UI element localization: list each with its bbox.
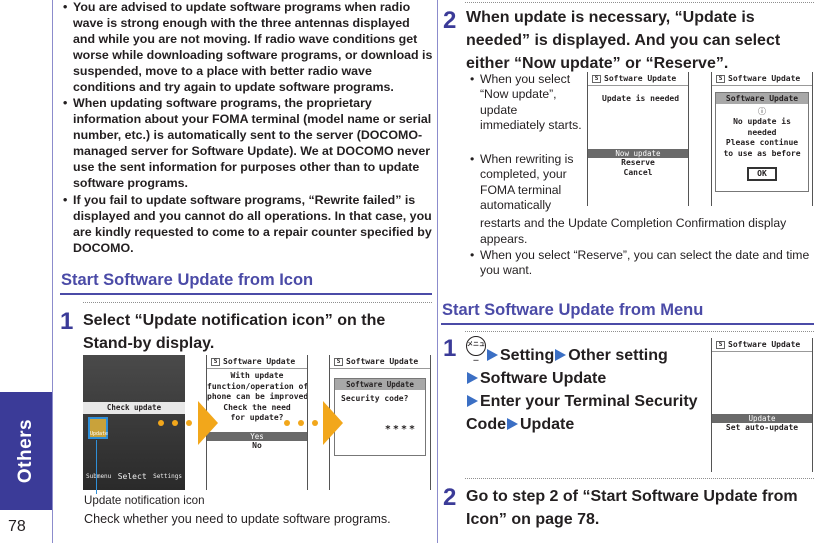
settings-icon: S <box>334 357 343 366</box>
arrow-dot <box>312 420 318 426</box>
no-update-message: No update is needed Please continue to u… <box>723 117 801 158</box>
option-no[interactable]: No <box>252 440 262 450</box>
next-arrow-icon <box>198 401 218 445</box>
option-yes[interactable]: Yes <box>207 431 307 441</box>
dialog-title: Software Update <box>335 379 425 390</box>
step-text: Go to step 2 of “Start Software Update f… <box>466 488 798 528</box>
side-line <box>52 0 53 543</box>
path-arrow-icon <box>555 349 567 361</box>
step-text: Select “Update notification icon” on the… <box>83 312 386 352</box>
arrow-dot <box>172 420 178 426</box>
section-tab <box>0 392 52 510</box>
path-arrow-icon <box>507 418 518 430</box>
step-number: 1 <box>60 308 74 335</box>
step-number: 2 <box>443 484 457 511</box>
path-arrow-icon <box>487 349 498 361</box>
caution-item: You are advised to update software progr… <box>62 0 434 95</box>
dotted-separator <box>465 331 814 332</box>
icon-caption: Update notification icon <box>84 494 205 507</box>
settings-icon: S <box>592 74 601 83</box>
note-item: When you select “Reserve”, you can selec… <box>470 248 815 279</box>
softkey-bar: Submenu Select Settings <box>83 470 185 482</box>
icon-callout-line <box>96 440 97 494</box>
section-rule <box>441 323 814 325</box>
option-now-update[interactable]: Now update <box>588 148 688 158</box>
column-divider <box>437 0 438 543</box>
confirm-message: With update function/operation of phone … <box>207 371 308 422</box>
next-arrow-icon <box>323 401 343 445</box>
caution-item: If you fail to update software programs,… <box>62 193 434 257</box>
dialog-title: Software Update <box>716 93 808 104</box>
path-arrow-icon <box>467 372 478 384</box>
security-dialog: Software Update Security code? **** <box>334 378 426 456</box>
dotted-separator <box>465 2 814 3</box>
caution-list: You are advised to update software progr… <box>62 0 434 258</box>
arrow-dot <box>298 420 304 426</box>
step-text: When update is necessary, “Update is nee… <box>466 9 781 72</box>
security-prompt: Security code? <box>341 394 409 403</box>
check-update-bar: Check update <box>83 402 185 414</box>
option-update[interactable]: Update <box>712 414 812 423</box>
step2-notes: When you select “Now update”, update imm… <box>470 72 583 133</box>
update-needed-message: Update is needed <box>602 94 680 103</box>
step-number: 2 <box>443 7 457 34</box>
caution-item: When updating software programs, the pro… <box>62 96 434 191</box>
step2-notes: When you select “Reserve”, you can selec… <box>470 248 815 279</box>
note-item: When rewriting is completed, your FOMA t… <box>470 152 590 213</box>
option-set-auto-update[interactable]: Set auto-update <box>725 423 799 432</box>
softkey-select: Select <box>117 471 147 481</box>
section-heading-menu: Start Software Update from Menu <box>442 301 704 319</box>
dotted-separator <box>465 478 814 479</box>
arrow-dot <box>186 420 192 426</box>
menu-key-icon: メニュー <box>466 336 486 365</box>
section-heading-icon: Start Software Update from Icon <box>61 271 314 289</box>
settings-icon: S <box>716 340 725 349</box>
section-rule <box>60 293 432 295</box>
step-number: 1 <box>443 335 457 362</box>
security-code-input[interactable]: **** <box>384 423 417 435</box>
arrow-dot <box>158 420 164 426</box>
section-tab-label: Others <box>15 418 36 484</box>
step-note: Check whether you need to update softwar… <box>84 512 391 526</box>
softkey-submenu: Submenu <box>86 472 112 480</box>
path-arrow-icon <box>467 395 478 407</box>
dotted-separator <box>83 302 432 303</box>
page-number: 78 <box>8 518 26 535</box>
info-icon: ⓘ <box>758 107 766 116</box>
step2-notes: When rewriting is completed, your FOMA t… <box>470 152 590 213</box>
softkey-settings: Settings <box>153 472 182 480</box>
settings-icon: S <box>716 74 725 83</box>
update-notification-icon[interactable]: Update <box>88 417 108 439</box>
option-reserve[interactable]: Reserve <box>621 157 655 167</box>
note-item: When you select “Now update”, update imm… <box>470 72 583 133</box>
settings-icon: S <box>211 357 220 366</box>
note-continuation: restarts and the Update Completion Confi… <box>480 216 787 246</box>
ok-button[interactable]: OK <box>747 167 777 181</box>
arrow-dot <box>284 420 290 426</box>
standby-screen: Check update Update Submenu Select Setti… <box>83 355 185 490</box>
no-update-dialog: Software Update ⓘ No update is needed Pl… <box>715 92 809 192</box>
option-cancel[interactable]: Cancel <box>623 168 653 177</box>
